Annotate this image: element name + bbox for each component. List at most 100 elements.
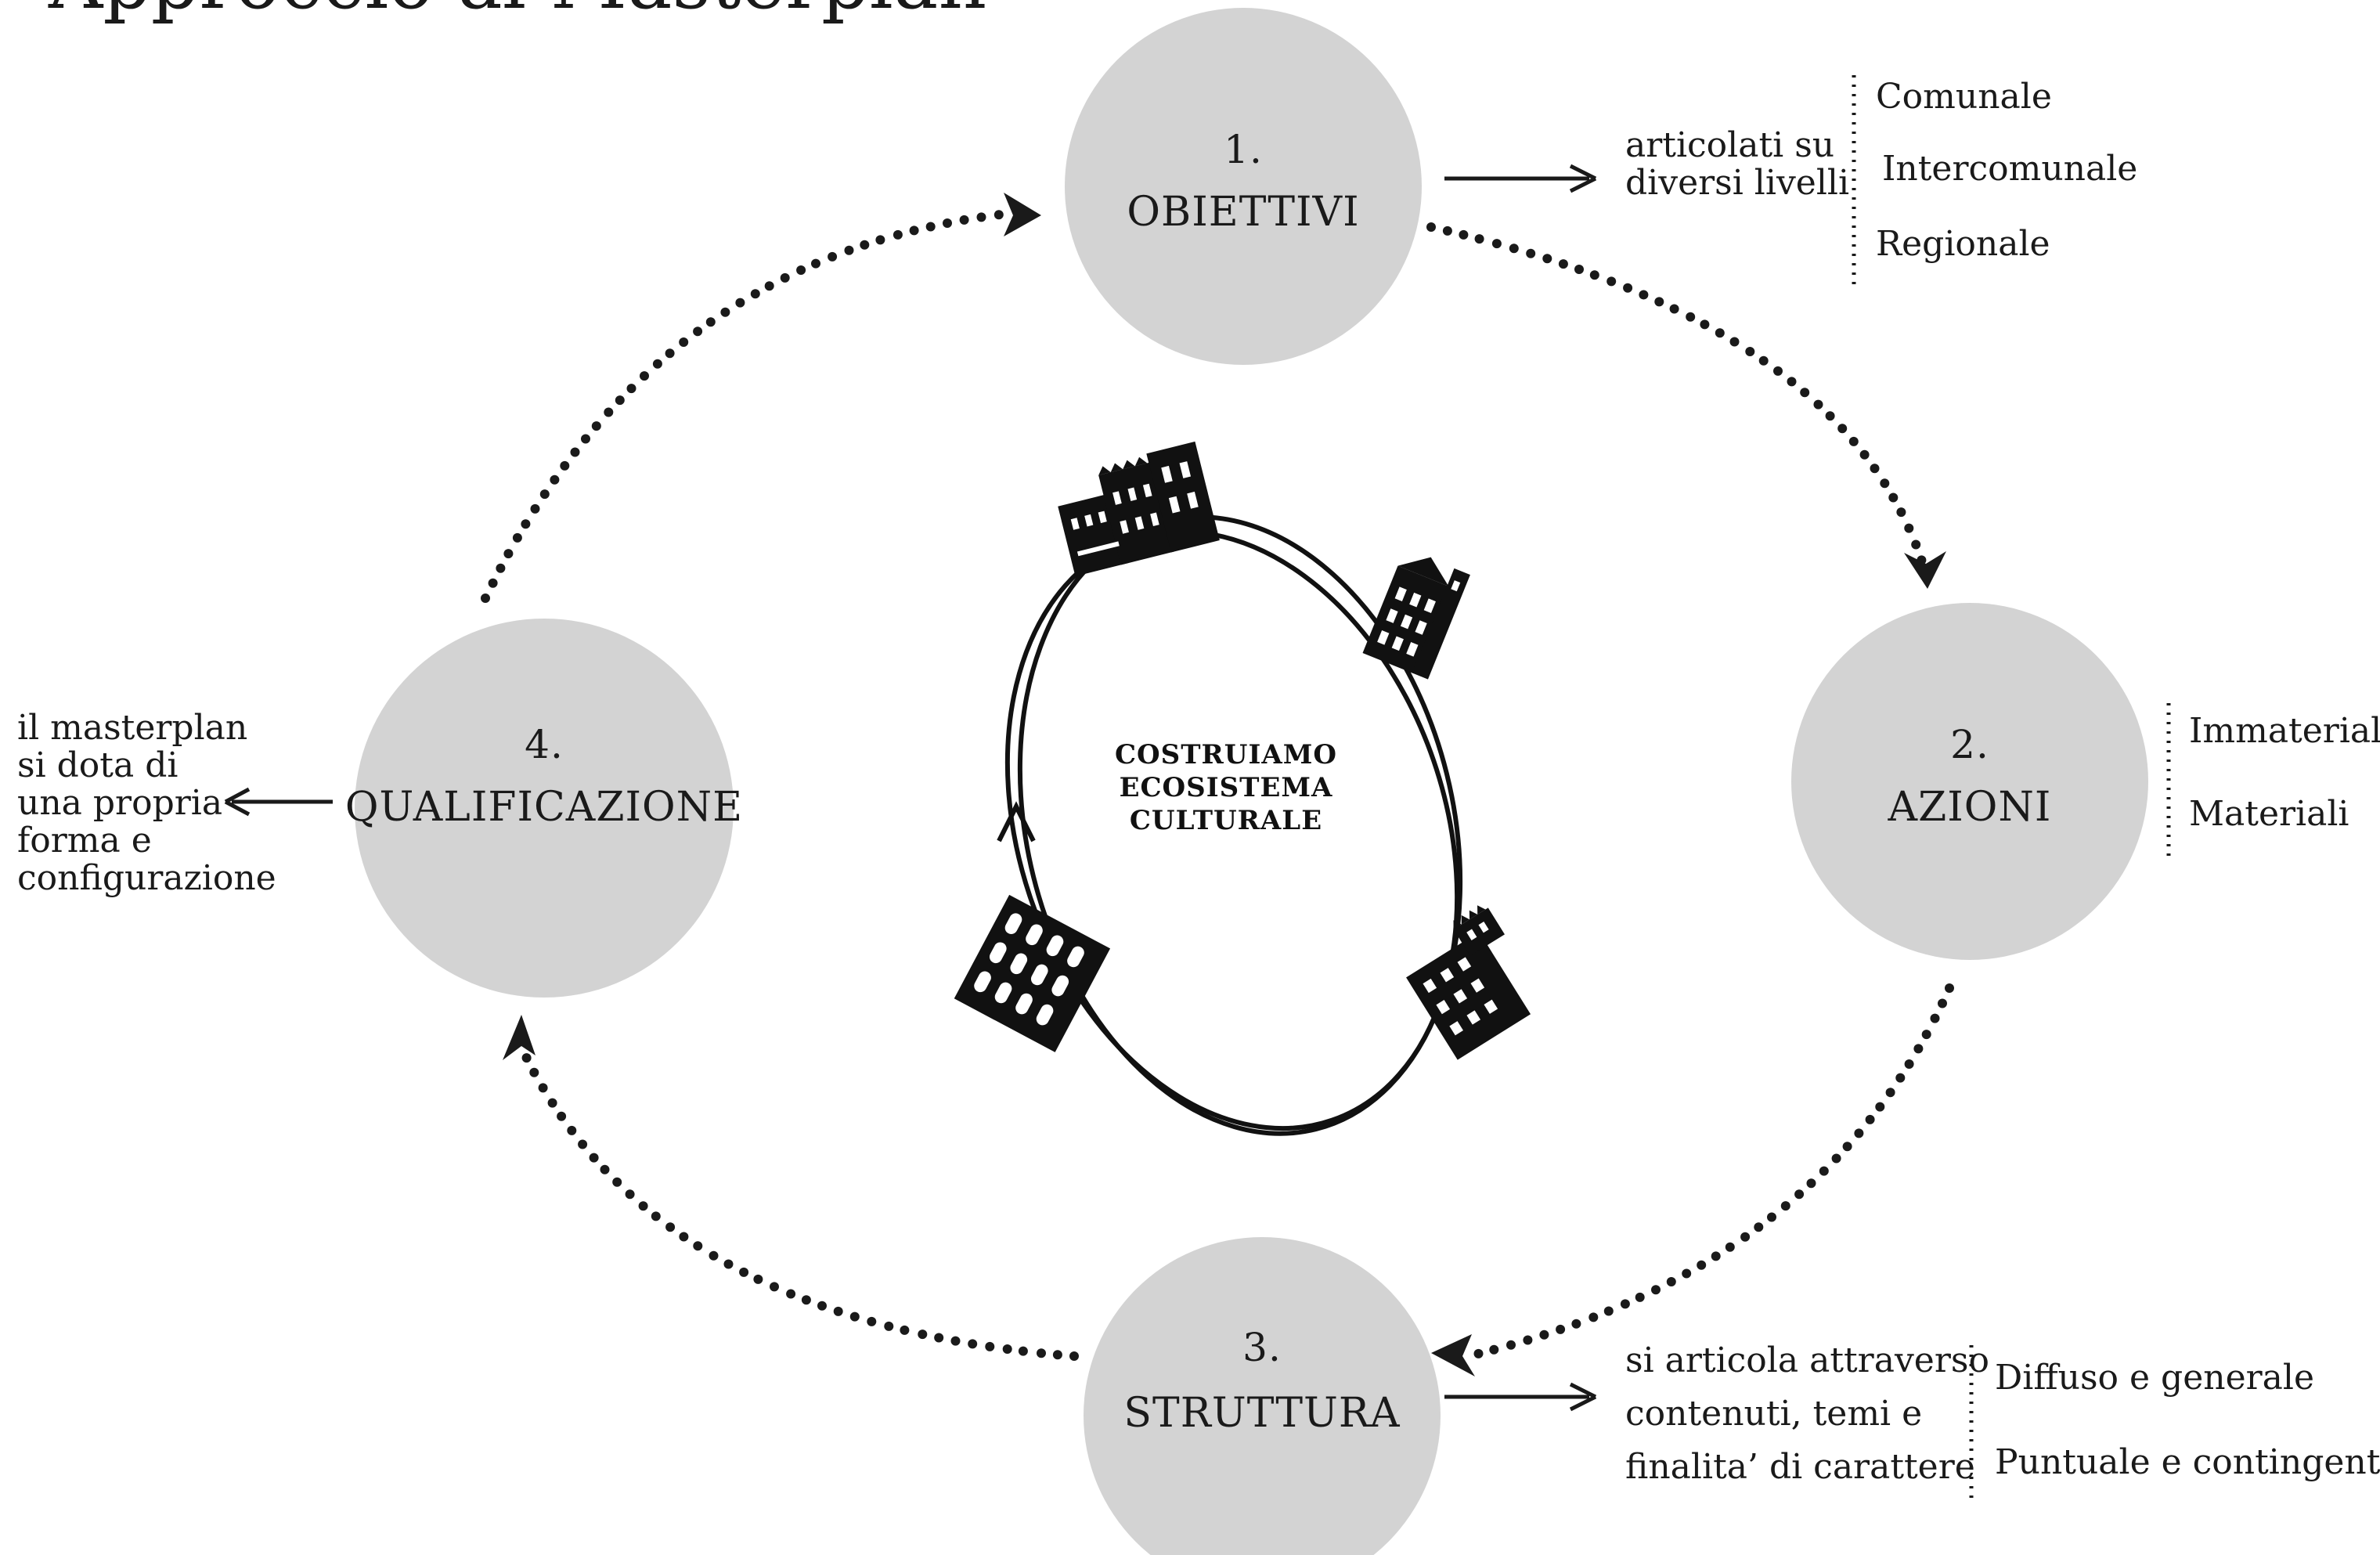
arc-dot — [723, 1259, 734, 1269]
arc-dot — [651, 1211, 661, 1221]
arc-dot — [557, 1111, 567, 1121]
arc-dot — [892, 229, 903, 240]
arc-dot — [1037, 1348, 1046, 1358]
arc-dot — [875, 235, 885, 245]
arc-dot — [1885, 1088, 1895, 1098]
node-circle — [1065, 8, 1422, 365]
node-azioni: 2. AZIONI — [1791, 603, 2148, 960]
arrowhead-to-azioni — [1904, 551, 1946, 589]
arc-dot — [1773, 366, 1783, 376]
arc-dot — [693, 327, 703, 337]
arc-dot — [1474, 234, 1484, 244]
arrowhead-to-struttura — [1431, 1334, 1475, 1376]
arc-dot — [1921, 1030, 1931, 1040]
azioni-annotation: Immateriali Materiali — [2166, 703, 2380, 857]
arc-dot — [918, 1330, 928, 1340]
arc-dot — [1002, 1344, 1012, 1354]
qualificazione-note-line-5: configurazione — [17, 858, 276, 898]
type-diffuso: Diffuso e generale — [1995, 1358, 2314, 1398]
arc-dot — [735, 298, 745, 308]
arc-dot — [801, 1295, 811, 1305]
qualificazione-note-line-3: una propria — [17, 783, 222, 823]
arc-dot — [521, 519, 531, 529]
arc-dot — [512, 532, 522, 543]
arc-dot — [604, 407, 614, 417]
arc-dot — [1938, 998, 1947, 1008]
arc-dot — [867, 1316, 877, 1326]
arc-dot — [1539, 1330, 1549, 1340]
arc-dot — [1729, 337, 1740, 347]
arrowhead-to-qualificazione — [503, 1015, 536, 1060]
arc-dot — [578, 1139, 588, 1149]
building-bottom-right-icon — [1406, 905, 1531, 1060]
arrow-head — [1569, 164, 1597, 193]
arc-dot — [1526, 248, 1536, 258]
arc-dot — [615, 395, 625, 406]
arc-dot — [567, 1125, 577, 1135]
arc-dot — [1666, 1277, 1676, 1286]
arc-dot — [591, 421, 601, 431]
arc-dot — [1426, 222, 1436, 232]
arc-dot — [547, 1098, 557, 1108]
arc-dot — [976, 212, 986, 222]
arc-dot — [1854, 1128, 1864, 1138]
arc-dot — [521, 1053, 532, 1063]
arc-dot — [1558, 259, 1568, 269]
arc-dot — [786, 1289, 796, 1299]
arc-dot — [1491, 239, 1502, 249]
arc-dot — [679, 1232, 689, 1242]
arc-dot — [780, 272, 790, 283]
arrow-head — [1569, 1382, 1597, 1412]
arc-dot — [709, 1250, 719, 1261]
arc-dot — [1875, 1102, 1885, 1112]
center-title-line-1: COSTRUIAMO — [1115, 739, 1337, 770]
dotted-arc-azioni-to-struttura — [1473, 983, 1954, 1358]
node-number: 2. — [1950, 722, 1989, 767]
arc-dot — [539, 489, 550, 500]
arc-dot — [1715, 328, 1725, 338]
node-circle — [355, 619, 734, 998]
arc-dot — [1859, 449, 1870, 460]
arc-dot — [581, 434, 590, 444]
node-label: AZIONI — [1888, 784, 2052, 831]
arc-dot — [560, 460, 570, 471]
arc-dot — [640, 371, 649, 381]
qualificazione-annotation: il masterplan si dota di una propria for… — [17, 708, 333, 898]
arc-dot — [1639, 290, 1649, 300]
arc-dot — [1571, 1319, 1581, 1329]
node-label: OBIETTIVI — [1127, 189, 1359, 236]
struttura-note-line-3: finalita’ di carattere — [1625, 1447, 1975, 1487]
arc-dot — [1506, 1340, 1516, 1350]
arc-dot — [481, 593, 490, 603]
arc-dot — [1725, 1242, 1735, 1252]
arc-dot — [770, 1282, 779, 1292]
struttura-note-line-2: contenuti, temi e — [1625, 1394, 1922, 1434]
arc-dot — [1018, 1346, 1028, 1356]
arc-dot — [1740, 1232, 1751, 1242]
arc-dot — [665, 1222, 676, 1232]
arc-dot — [1831, 1153, 1841, 1164]
struttura-annotation: si articola attraverso contenuti, temi e… — [1444, 1340, 2380, 1503]
arc-dot — [1745, 347, 1755, 356]
arc-dot — [993, 210, 1004, 220]
arrowhead-to-obiettivi — [1004, 193, 1041, 236]
arc-dot — [1888, 492, 1899, 503]
arc-dot — [626, 384, 636, 394]
arc-dot — [1623, 283, 1633, 293]
arc-dot — [496, 563, 506, 573]
level-regionale: Regionale — [1876, 224, 2050, 264]
center-title-line-3: CULTURALE — [1130, 805, 1322, 836]
arc-dot — [570, 447, 580, 457]
arc-dot — [693, 1241, 703, 1251]
node-obiettivi: 1. OBIETTIVI — [1065, 8, 1422, 365]
arc-dot — [1880, 478, 1890, 489]
node-label: STRUTTURA — [1123, 1390, 1401, 1437]
arc-dot — [884, 1321, 894, 1331]
arc-dot — [488, 578, 498, 588]
arc-dot — [638, 1201, 648, 1211]
arc-dot — [934, 1333, 944, 1343]
arc-dot — [925, 222, 936, 232]
node-number: 4. — [525, 722, 564, 767]
